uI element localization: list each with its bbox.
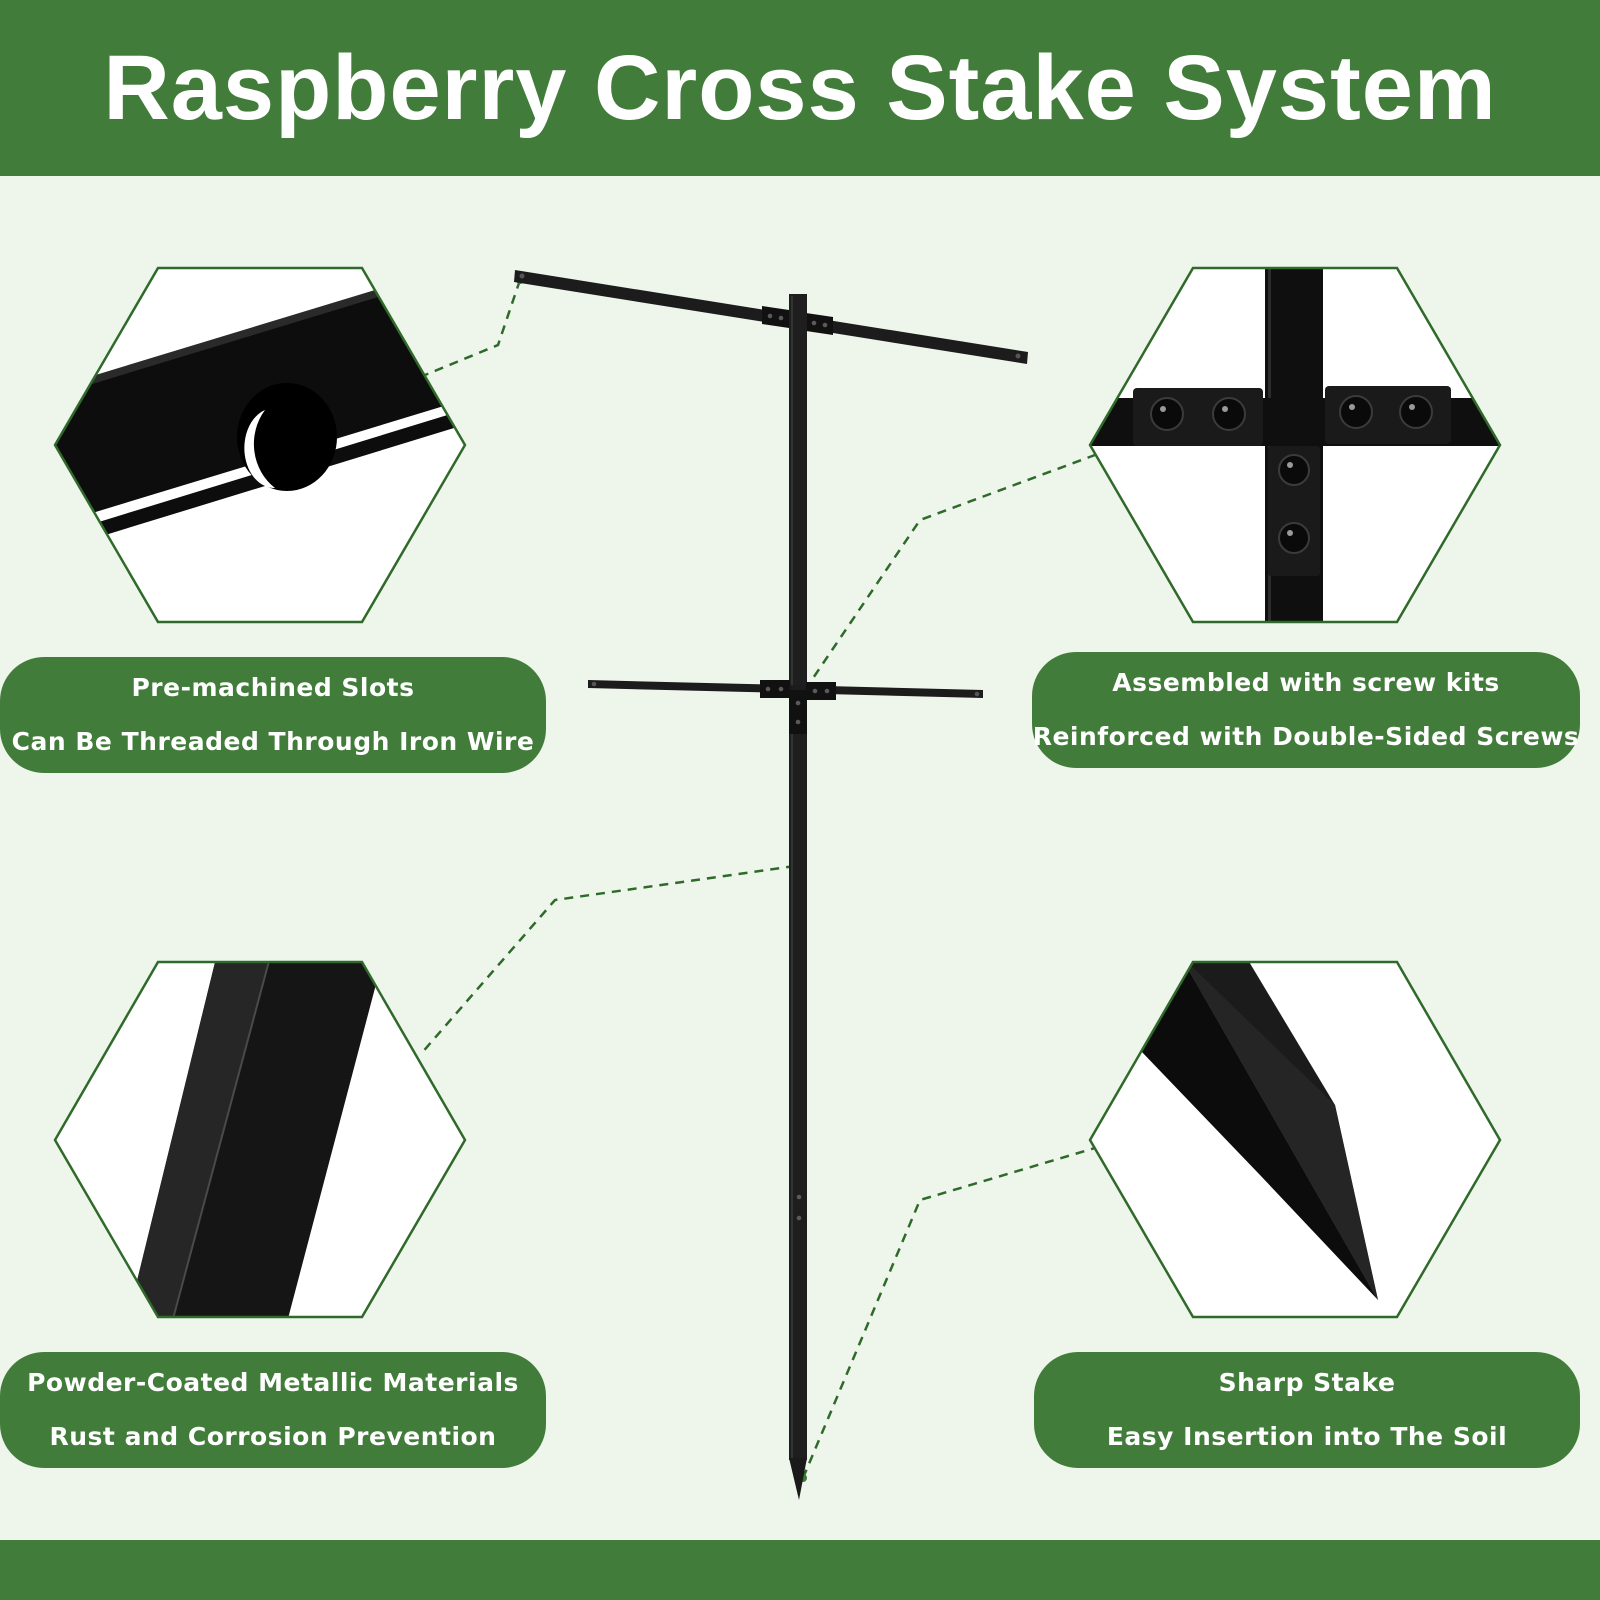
feature-stake-line2: Easy Insertion into The Soil [1106, 1422, 1508, 1451]
feature-label-slots: Pre-machined Slots Can Be Threaded Throu… [0, 657, 546, 773]
leader-line-stake [801, 1146, 1096, 1479]
feature-label-screws: Assembled with screw kits Reinforced wit… [1032, 652, 1580, 768]
title-banner: Raspberry Cross Stake System [0, 0, 1600, 176]
leader-line-screws [803, 453, 1096, 691]
feature-label-coating: Powder-Coated Metallic Materials Rust an… [0, 1352, 546, 1468]
feature-screws-line1: Assembled with screw kits [1112, 668, 1500, 697]
upper-bracket-right [806, 313, 833, 335]
screw-joint-detail [1088, 266, 1502, 624]
feature-coating-line2: Rust and Corrosion Prevention [49, 1422, 497, 1451]
slot-hole-detail [53, 266, 467, 624]
lower-bracket-vertical [789, 690, 807, 734]
feature-label-stake: Sharp Stake Easy Insertion into The Soil [1034, 1352, 1580, 1468]
leader-dots [516, 276, 809, 1482]
cross-stake-product [514, 270, 1028, 1500]
leader-lines [419, 279, 1096, 1479]
sharp-tip-detail [1088, 960, 1502, 1319]
leader-line-slots [424, 279, 522, 377]
lower-bracket-left [760, 680, 790, 698]
feature-coating-line1: Powder-Coated Metallic Materials [27, 1368, 519, 1397]
lower-bracket-right [806, 682, 836, 700]
vertical-pole [789, 294, 807, 1460]
feature-slots-line2: Can Be Threaded Through Iron Wire [11, 727, 535, 756]
powder-coat-detail [53, 960, 467, 1319]
feature-screws-line2: Reinforced with Double-Sided Screws [1032, 722, 1580, 751]
feature-stake-line1: Sharp Stake [1218, 1368, 1396, 1397]
footer-band [0, 1540, 1600, 1600]
feature-slots-line1: Pre-machined Slots [131, 673, 415, 702]
stake-tip [789, 1458, 807, 1500]
page-title: Raspberry Cross Stake System [103, 36, 1497, 139]
leader-line-coating [419, 864, 796, 1056]
upper-bracket-left [762, 306, 789, 328]
